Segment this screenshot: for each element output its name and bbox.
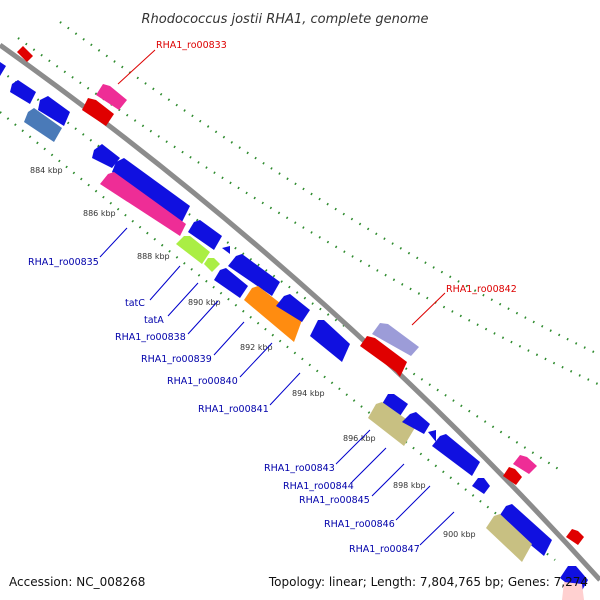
- genes-upper[interactable]: [17, 46, 584, 545]
- gene-labels: RHA1_ro00833 RHA1_ro00842 RHA1_ro00835 t…: [28, 40, 517, 555]
- label-ro00840[interactable]: RHA1_ro00840: [167, 376, 238, 387]
- leader-ro00843: [335, 429, 371, 465]
- leader-ro00833: [117, 49, 156, 85]
- gene-ro00845[interactable]: [432, 434, 480, 476]
- kbp-tick-898: 898 kbp: [393, 481, 426, 490]
- label-ro00844[interactable]: RHA1_ro00844: [283, 481, 354, 492]
- gene-ro00833-red[interactable]: [82, 98, 114, 126]
- label-ro00842[interactable]: RHA1_ro00842: [446, 284, 517, 295]
- gene-blue-edge[interactable]: [0, 62, 6, 76]
- scale-tracks: [0, 21, 600, 561]
- gene-ro00840[interactable]: [310, 320, 350, 362]
- gene-ro00843[interactable]: [368, 402, 416, 446]
- leader-ro00842: [411, 292, 446, 326]
- kbp-tick-888: 888 kbp: [137, 252, 170, 261]
- leader-ro00845: [371, 463, 405, 497]
- label-ro00841[interactable]: RHA1_ro00841: [198, 404, 269, 415]
- leader-ro00844: [351, 447, 387, 483]
- gene-blue-long[interactable]: [112, 158, 190, 222]
- inner-track-1: [0, 69, 561, 471]
- label-ro00846[interactable]: RHA1_ro00846: [324, 519, 395, 530]
- kbp-tick-890: 890 kbp: [188, 298, 221, 307]
- kbp-ticks: 884 kbp 886 kbp 888 kbp 890 kbp 892 kbp …: [30, 166, 476, 539]
- label-tatC[interactable]: tatC: [125, 298, 145, 309]
- kbp-tick-894: 894 kbp: [292, 389, 325, 398]
- gene-red-small-1[interactable]: [17, 46, 33, 62]
- gene-blue-7[interactable]: [382, 394, 408, 416]
- summary-text: Topology: linear; Length: 7,804,765 bp; …: [268, 575, 588, 589]
- gene-pink-small-2[interactable]: [513, 455, 537, 474]
- leader-ro00846: [395, 485, 431, 521]
- gene-tatC[interactable]: [176, 236, 210, 264]
- leader-tatC: [149, 265, 181, 301]
- kbp-tick-886: 886 kbp: [83, 209, 116, 218]
- label-ro00839[interactable]: RHA1_ro00839: [141, 354, 212, 365]
- kbp-tick-900: 900 kbp: [443, 530, 476, 539]
- leader-ro00838: [187, 300, 219, 335]
- gene-blue-5[interactable]: [228, 254, 280, 296]
- genes-lower[interactable]: [0, 62, 588, 600]
- gene-red-small-2[interactable]: [503, 467, 522, 485]
- gene-ro00844[interactable]: [402, 412, 430, 434]
- kbp-tick-892: 892 kbp: [240, 343, 273, 352]
- gene-steelblue[interactable]: [24, 108, 62, 142]
- gene-blue-6[interactable]: [276, 294, 310, 322]
- label-ro00843[interactable]: RHA1_ro00843: [264, 463, 335, 474]
- gene-blue-tiny[interactable]: [222, 246, 230, 254]
- gene-tatA[interactable]: [204, 258, 220, 272]
- leader-ro00835: [99, 227, 128, 258]
- leader-ro00840: [239, 342, 273, 378]
- kbp-tick-884: 884 kbp: [30, 166, 63, 175]
- gene-ro00847[interactable]: [486, 514, 532, 562]
- label-ro00845[interactable]: RHA1_ro00845: [299, 495, 370, 506]
- label-ro00847[interactable]: RHA1_ro00847: [349, 544, 420, 555]
- gene-ro00846[interactable]: [472, 478, 490, 494]
- gene-ro00842-lavender[interactable]: [372, 323, 419, 356]
- gene-blue-1[interactable]: [10, 80, 36, 104]
- leader-ro00839: [213, 321, 245, 356]
- label-tatA[interactable]: tatA: [144, 315, 164, 326]
- leader-ro00841: [269, 372, 301, 406]
- label-ro00833[interactable]: RHA1_ro00833: [156, 40, 227, 51]
- leader-tatA: [167, 282, 199, 317]
- leader-lines: [99, 49, 455, 546]
- gene-ro00842-red[interactable]: [360, 336, 407, 377]
- gene-blue-8[interactable]: [498, 504, 552, 556]
- gene-ro00839[interactable]: [244, 286, 302, 342]
- gene-ro00835[interactable]: [100, 172, 186, 236]
- leader-ro00847: [419, 511, 455, 546]
- gene-blue-tiny-2[interactable]: [428, 430, 436, 442]
- accession-text: Accession: NC_008268: [9, 575, 145, 589]
- gene-blue-4[interactable]: [188, 220, 222, 250]
- gene-red-small-3[interactable]: [566, 529, 584, 545]
- gene-ro00838[interactable]: [214, 268, 248, 298]
- label-ro00835[interactable]: RHA1_ro00835: [28, 257, 99, 268]
- gene-ro00833-pink[interactable]: [96, 84, 127, 110]
- map-title: Rhodococcus jostii RHA1, complete genome: [142, 12, 429, 27]
- inner-track-2: [0, 111, 556, 561]
- kbp-tick-896: 896 kbp: [343, 434, 376, 443]
- label-ro00838[interactable]: RHA1_ro00838: [115, 332, 186, 343]
- gene-blue-2[interactable]: [38, 96, 70, 126]
- gene-pink-bottom[interactable]: [562, 582, 584, 600]
- gene-blue-3[interactable]: [92, 144, 120, 168]
